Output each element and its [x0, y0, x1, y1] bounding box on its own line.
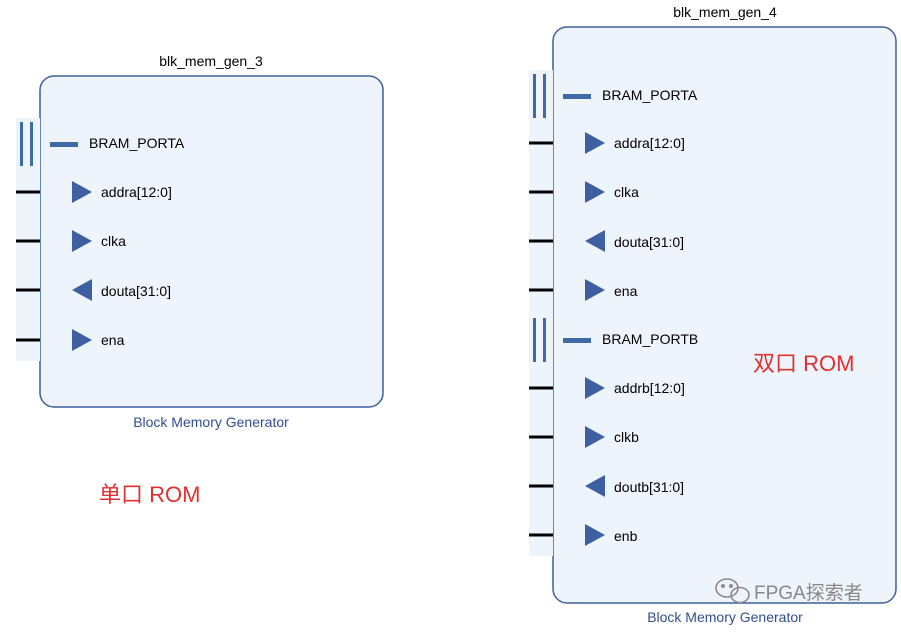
input-arrow-icon: [585, 181, 605, 203]
bus-label: BRAM_PORTA: [602, 87, 698, 103]
input-arrow-icon: [72, 230, 92, 252]
input-arrow-icon: [72, 329, 92, 351]
block-body[interactable]: [39, 75, 384, 408]
bus-bar-icon: [30, 122, 33, 166]
bus-bar-icon: [543, 318, 546, 362]
block-blk-mem-gen-4[interactable]: blk_mem_gen_4 BRAM_PORTA addra[12:0] clk…: [529, 4, 897, 625]
watermark: FPGA探索者: [715, 578, 863, 604]
block-blk-mem-gen-3[interactable]: blk_mem_gen_3 BRAM_PORTA addra[12:0] clk…: [16, 53, 384, 430]
pin-enb[interactable]: enb: [529, 524, 638, 546]
input-arrow-icon: [72, 181, 92, 203]
bus-bar-icon: [533, 74, 536, 118]
pin-douta[interactable]: douta[31:0]: [529, 230, 684, 252]
pin-label: clkb: [614, 429, 639, 445]
pin-addrb[interactable]: addrb[12:0]: [529, 377, 685, 399]
pin-label: clka: [614, 184, 639, 200]
pin-clkb[interactable]: clkb: [529, 426, 639, 448]
pin-strip: [529, 70, 553, 556]
bus-interface-bram-porta[interactable]: BRAM_PORTA: [20, 122, 185, 166]
block-caption: Block Memory Generator: [133, 414, 289, 430]
bus-interface-bram-portb[interactable]: BRAM_PORTB: [533, 318, 698, 362]
wechat-icon: [715, 578, 750, 604]
annotation-dual-port: 双口 ROM: [753, 351, 854, 376]
input-arrow-icon: [585, 132, 605, 154]
bus-bar-icon: [543, 74, 546, 118]
pin-doutb[interactable]: doutb[31:0]: [529, 475, 684, 497]
pin-label: addra[12:0]: [614, 135, 685, 151]
pin-ena[interactable]: ena: [529, 279, 638, 301]
bus-collapse-icon[interactable]: [563, 338, 591, 343]
output-arrow-icon: [72, 279, 92, 301]
bus-interface-bram-porta[interactable]: BRAM_PORTA: [533, 74, 698, 118]
pin-label: enb: [614, 528, 638, 544]
output-arrow-icon: [585, 475, 605, 497]
bus-collapse-icon[interactable]: [50, 142, 78, 147]
bus-label: BRAM_PORTB: [602, 331, 698, 347]
pin-douta[interactable]: douta[31:0]: [16, 279, 171, 301]
pin-label: douta[31:0]: [614, 234, 684, 250]
input-arrow-icon: [585, 524, 605, 546]
block-title: blk_mem_gen_4: [673, 4, 777, 20]
pin-label: ena: [101, 332, 125, 348]
bus-bar-icon: [20, 122, 23, 166]
output-arrow-icon: [585, 230, 605, 252]
pin-addra[interactable]: addra[12:0]: [16, 181, 172, 203]
pin-ena[interactable]: ena: [16, 329, 125, 351]
bus-bar-icon: [533, 318, 536, 362]
block-title: blk_mem_gen_3: [159, 53, 263, 69]
annotation-single-port: 单口 ROM: [99, 482, 200, 507]
pin-label: clka: [101, 233, 126, 249]
pin-label: addra[12:0]: [101, 184, 172, 200]
input-arrow-icon: [585, 426, 605, 448]
pin-addra[interactable]: addra[12:0]: [529, 132, 685, 154]
pin-label: doutb[31:0]: [614, 479, 684, 495]
block-body[interactable]: [552, 26, 897, 604]
block-caption: Block Memory Generator: [647, 609, 803, 625]
input-arrow-icon: [585, 377, 605, 399]
bus-label: BRAM_PORTA: [89, 135, 185, 151]
pin-clka[interactable]: clka: [16, 230, 126, 252]
pin-label: addrb[12:0]: [614, 380, 685, 396]
input-arrow-icon: [585, 279, 605, 301]
pin-clka[interactable]: clka: [529, 181, 639, 203]
bus-collapse-icon[interactable]: [563, 94, 591, 99]
pin-label: douta[31:0]: [101, 283, 171, 299]
pin-label: ena: [614, 283, 638, 299]
watermark-text: FPGA探索者: [754, 582, 863, 604]
